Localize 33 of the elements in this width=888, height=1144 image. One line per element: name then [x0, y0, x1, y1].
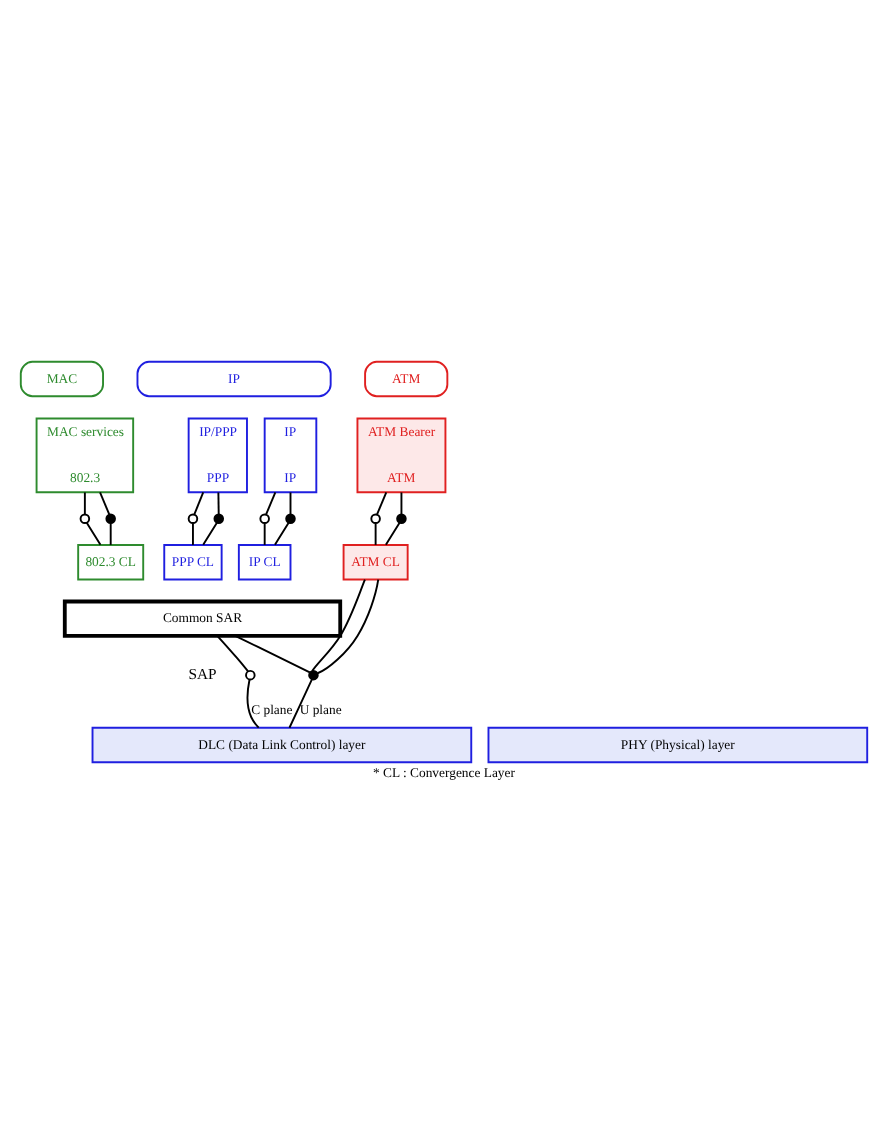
connector — [384, 520, 401, 545]
connector — [109, 521, 112, 545]
connector — [288, 677, 313, 728]
node-circle — [245, 668, 256, 680]
connector — [400, 490, 403, 515]
connector — [85, 520, 102, 545]
connector — [216, 634, 250, 672]
connector — [217, 490, 220, 515]
node-dot — [308, 668, 319, 680]
node-dot — [105, 512, 116, 524]
connector — [263, 521, 266, 545]
connector — [265, 490, 277, 515]
node-dot — [285, 512, 296, 524]
connector — [374, 521, 377, 545]
label: SAP — [188, 663, 217, 682]
node-dot — [213, 512, 225, 524]
connector — [202, 520, 218, 545]
connector — [273, 520, 290, 545]
node-circle — [370, 512, 381, 524]
connector — [192, 521, 194, 545]
node-circle — [187, 512, 199, 524]
connector — [316, 577, 380, 674]
connector — [99, 490, 111, 515]
connector — [289, 490, 292, 515]
connector — [83, 490, 86, 515]
connector — [311, 577, 366, 671]
connector — [193, 490, 205, 515]
node-circle — [79, 512, 91, 524]
connector — [376, 490, 388, 515]
node-circle — [259, 512, 270, 524]
connector — [234, 634, 311, 673]
node-dot — [396, 512, 407, 524]
connector — [246, 677, 260, 728]
